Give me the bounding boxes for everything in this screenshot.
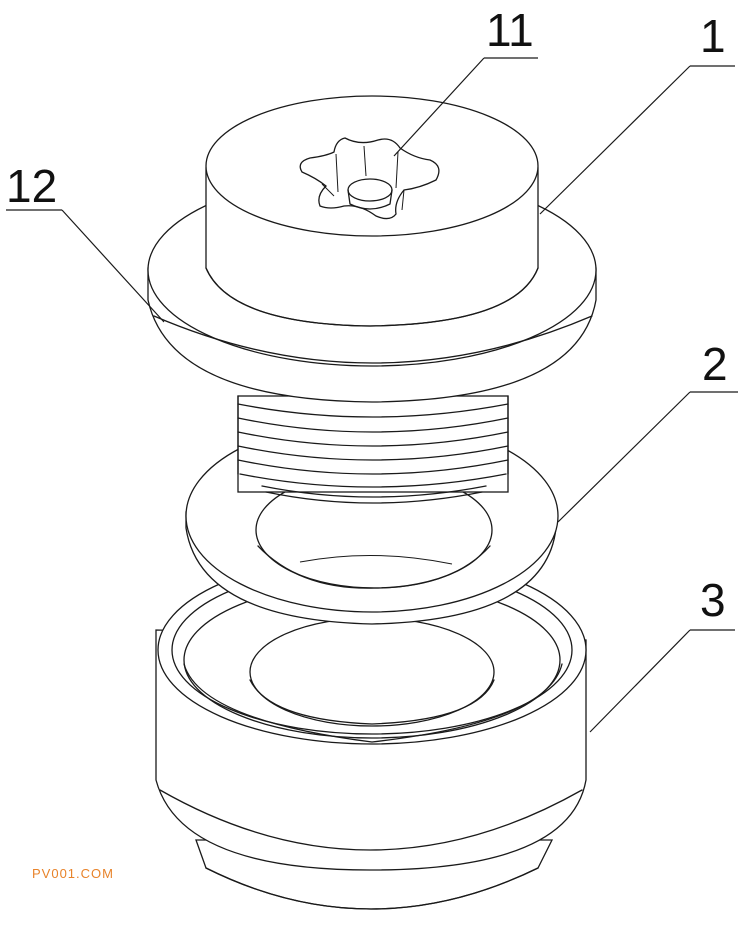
part-11-torx-recess [299,137,440,220]
callout-12: 12 [6,160,57,212]
watermark: PV001.COM [32,866,114,881]
callout-leaders [6,57,738,733]
threaded-shank [237,395,509,504]
callout-2: 2 [702,338,728,390]
callout-1: 1 [700,10,726,62]
callout-3: 3 [700,574,726,626]
callout-11: 11 [486,4,534,56]
